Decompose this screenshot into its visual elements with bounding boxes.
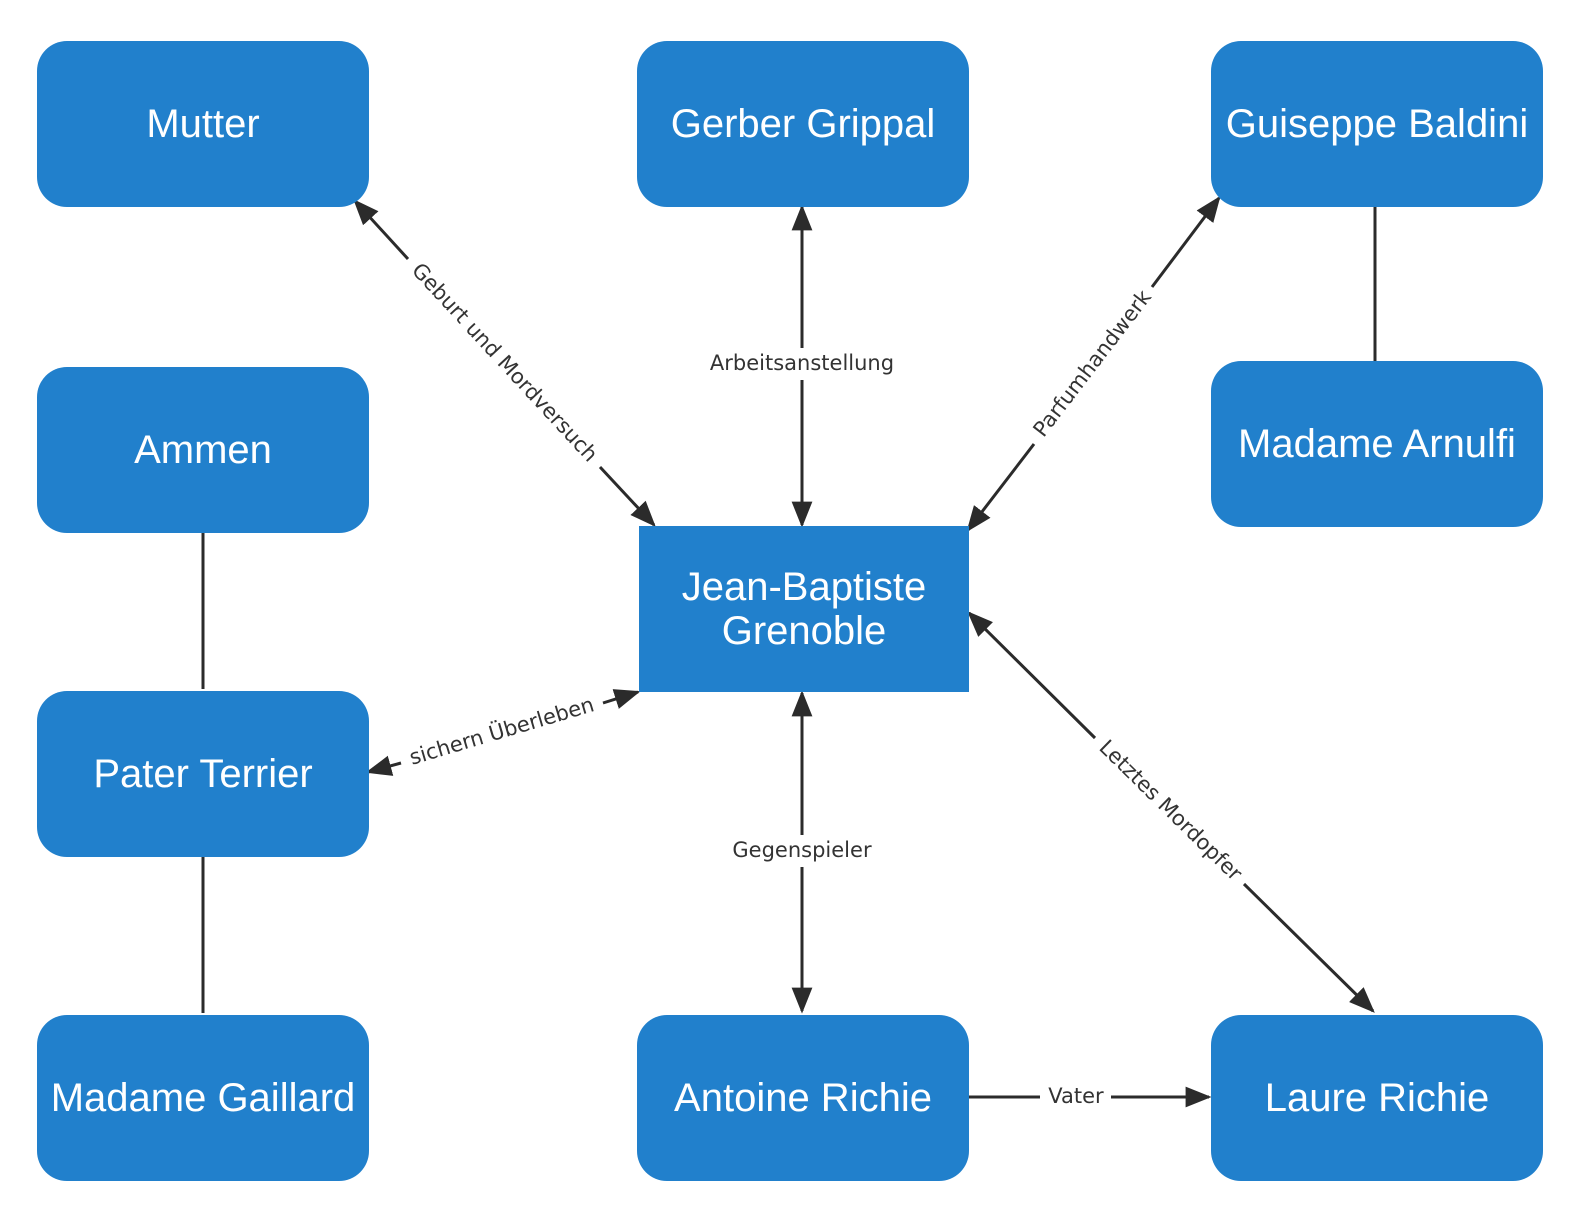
node-ammen-label: Ammen: [134, 428, 272, 472]
node-mutter[interactable]: Mutter: [37, 41, 369, 207]
edge-label-arbeit: Arbeitsanstellung: [710, 351, 894, 375]
edge-baldini-center-a: [1150, 195, 1221, 288]
edge-label-geburt: Geburt und Mordversuch: [407, 258, 602, 466]
node-madame-arnulfi[interactable]: Madame Arnulfi: [1211, 361, 1543, 527]
edge-mutter-center-b: [598, 465, 656, 527]
node-ammen[interactable]: Ammen: [37, 367, 369, 533]
edge-laure-center-a: [967, 611, 1097, 740]
node-gerber-grippal-label: Gerber Grippal: [670, 102, 936, 146]
node-guiseppe-baldini-label: Guiseppe Baldini: [1225, 102, 1529, 146]
edge-label-letztes: Letztes Mordopfer: [1095, 735, 1248, 886]
node-pater-terrier[interactable]: Pater Terrier: [37, 691, 369, 857]
node-laure-richie[interactable]: Laure Richie: [1211, 1015, 1543, 1181]
node-laure-richie-label: Laure Richie: [1264, 1076, 1490, 1120]
edge-terrier-center-a: [602, 689, 641, 709]
node-madame-gaillard[interactable]: Madame Gaillard: [37, 1015, 369, 1181]
node-jean-baptiste-grenoble[interactable]: Jean-Baptiste Grenoble: [639, 526, 969, 692]
node-pater-terrier-label: Pater Terrier: [93, 752, 313, 796]
node-antoine-richie[interactable]: Antoine Richie: [637, 1015, 969, 1181]
node-guiseppe-baldini[interactable]: Guiseppe Baldini: [1211, 41, 1543, 207]
node-center-label-line1: Jean-Baptiste: [681, 565, 927, 609]
edge-terrier-center-b: [365, 755, 402, 776]
node-gerber-grippal[interactable]: Gerber Grippal: [637, 41, 969, 207]
edge-label-vater: Vater: [1048, 1084, 1104, 1108]
edge-label-gegen: Gegenspieler: [732, 838, 872, 862]
node-madame-gaillard-label: Madame Gaillard: [50, 1076, 356, 1120]
edge-label-ueberleben: sichern Überleben: [406, 691, 597, 769]
node-antoine-richie-label: Antoine Richie: [674, 1076, 932, 1120]
node-center-label-line2: Grenoble: [721, 609, 887, 653]
edge-laure-center-b: [1242, 882, 1375, 1013]
edge-label-parfum: Parfumhandwerk: [1028, 285, 1156, 442]
edge-baldini-center-b: [966, 443, 1036, 533]
edge-mutter-center-a: [353, 199, 410, 261]
node-mutter-label: Mutter: [146, 102, 260, 146]
node-madame-arnulfi-label: Madame Arnulfi: [1238, 422, 1516, 466]
